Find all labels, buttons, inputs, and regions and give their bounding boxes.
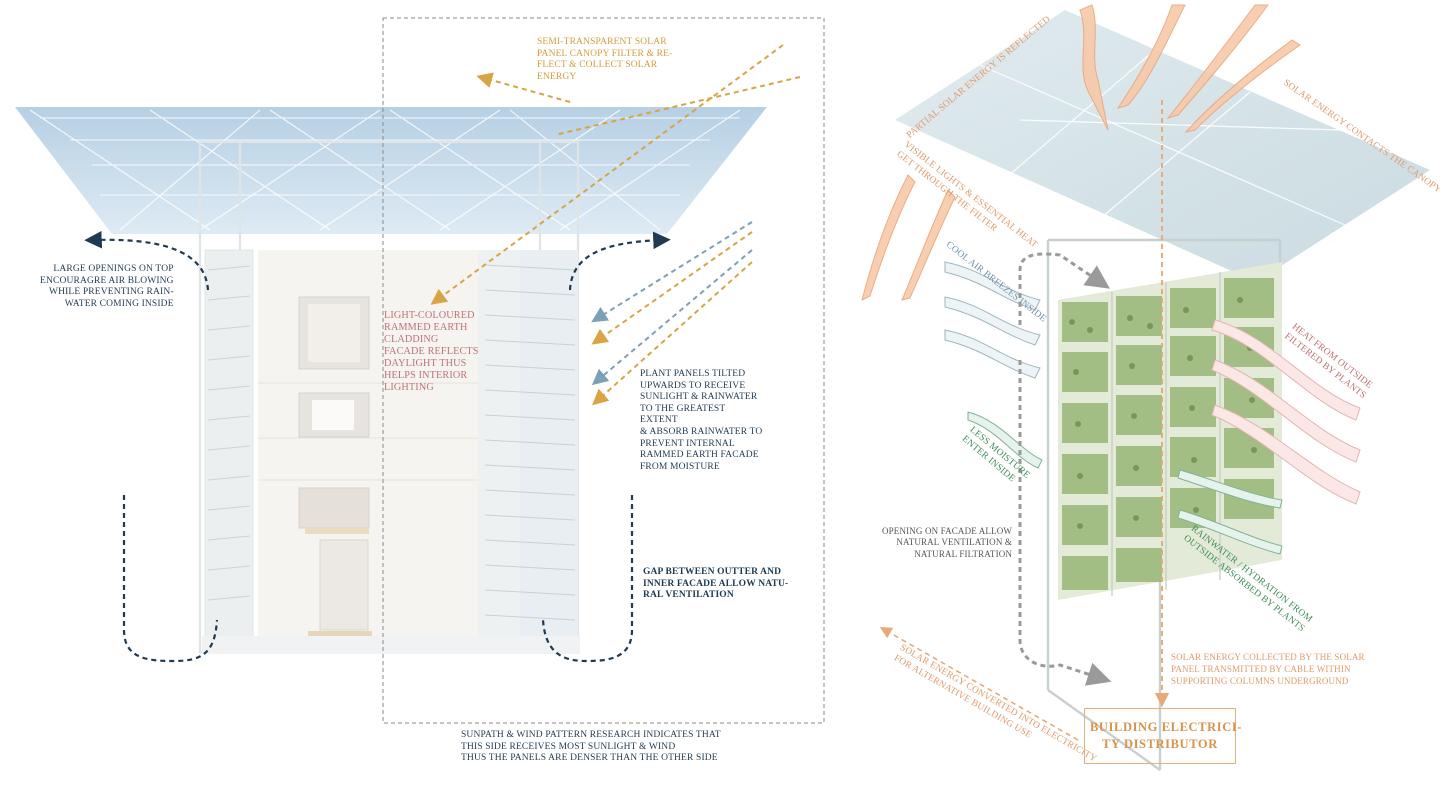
left-building-section: [15, 107, 767, 654]
solar-arrows: [430, 44, 801, 406]
label-solar-collected: SOLAR ENERGY COLLECTED BY THE SOLAR PANE…: [1171, 652, 1365, 686]
label-opening-facade: OPENING ON FACADE ALLOW NATURAL VENTILAT…: [882, 526, 1013, 559]
building-electricity-distributor-box: BUILDING ELECTRICI- TY DISTRIBUTOR: [1084, 708, 1243, 764]
electricity-out-arrow: [879, 627, 1079, 741]
moisture-flows: [967, 411, 1283, 555]
ventilation-arrows: [84, 230, 671, 663]
label-canopy: SEMI-TRANSPARENT SOLAR PANEL CANOPY FILT…: [537, 37, 673, 82]
right-axonometric: [861, 4, 1430, 771]
distributor-label: BUILDING ELECTRICI- TY DISTRIBUTOR: [1090, 720, 1243, 751]
window-openings: [298, 296, 372, 636]
heat-flows: [1211, 319, 1361, 505]
dense-side-region-box: [382, 17, 825, 724]
solar-beams: [861, 4, 1301, 301]
label-cladding: LIGHT-COLOURED RAMMED EARTH CLADDING FAC…: [384, 310, 479, 393]
label-sunpath: SUNPATH & WIND PATTERN RESEARCH INDICATE…: [461, 730, 721, 764]
label-openings: LARGE OPENINGS ON TOP ENCOURAGRE AIR BLO…: [40, 264, 174, 309]
label-gap: GAP BETWEEN OUTTER AND INNER FACADE ALLO…: [643, 567, 789, 601]
cool-air-breezes: [944, 261, 1041, 379]
solar-canopy: [15, 107, 767, 234]
label-plant-panels: PLANT PANELS TILTED UPWARDS TO RECEIVE S…: [640, 369, 763, 472]
natural-ventilation-arrow: [1018, 252, 1110, 325]
